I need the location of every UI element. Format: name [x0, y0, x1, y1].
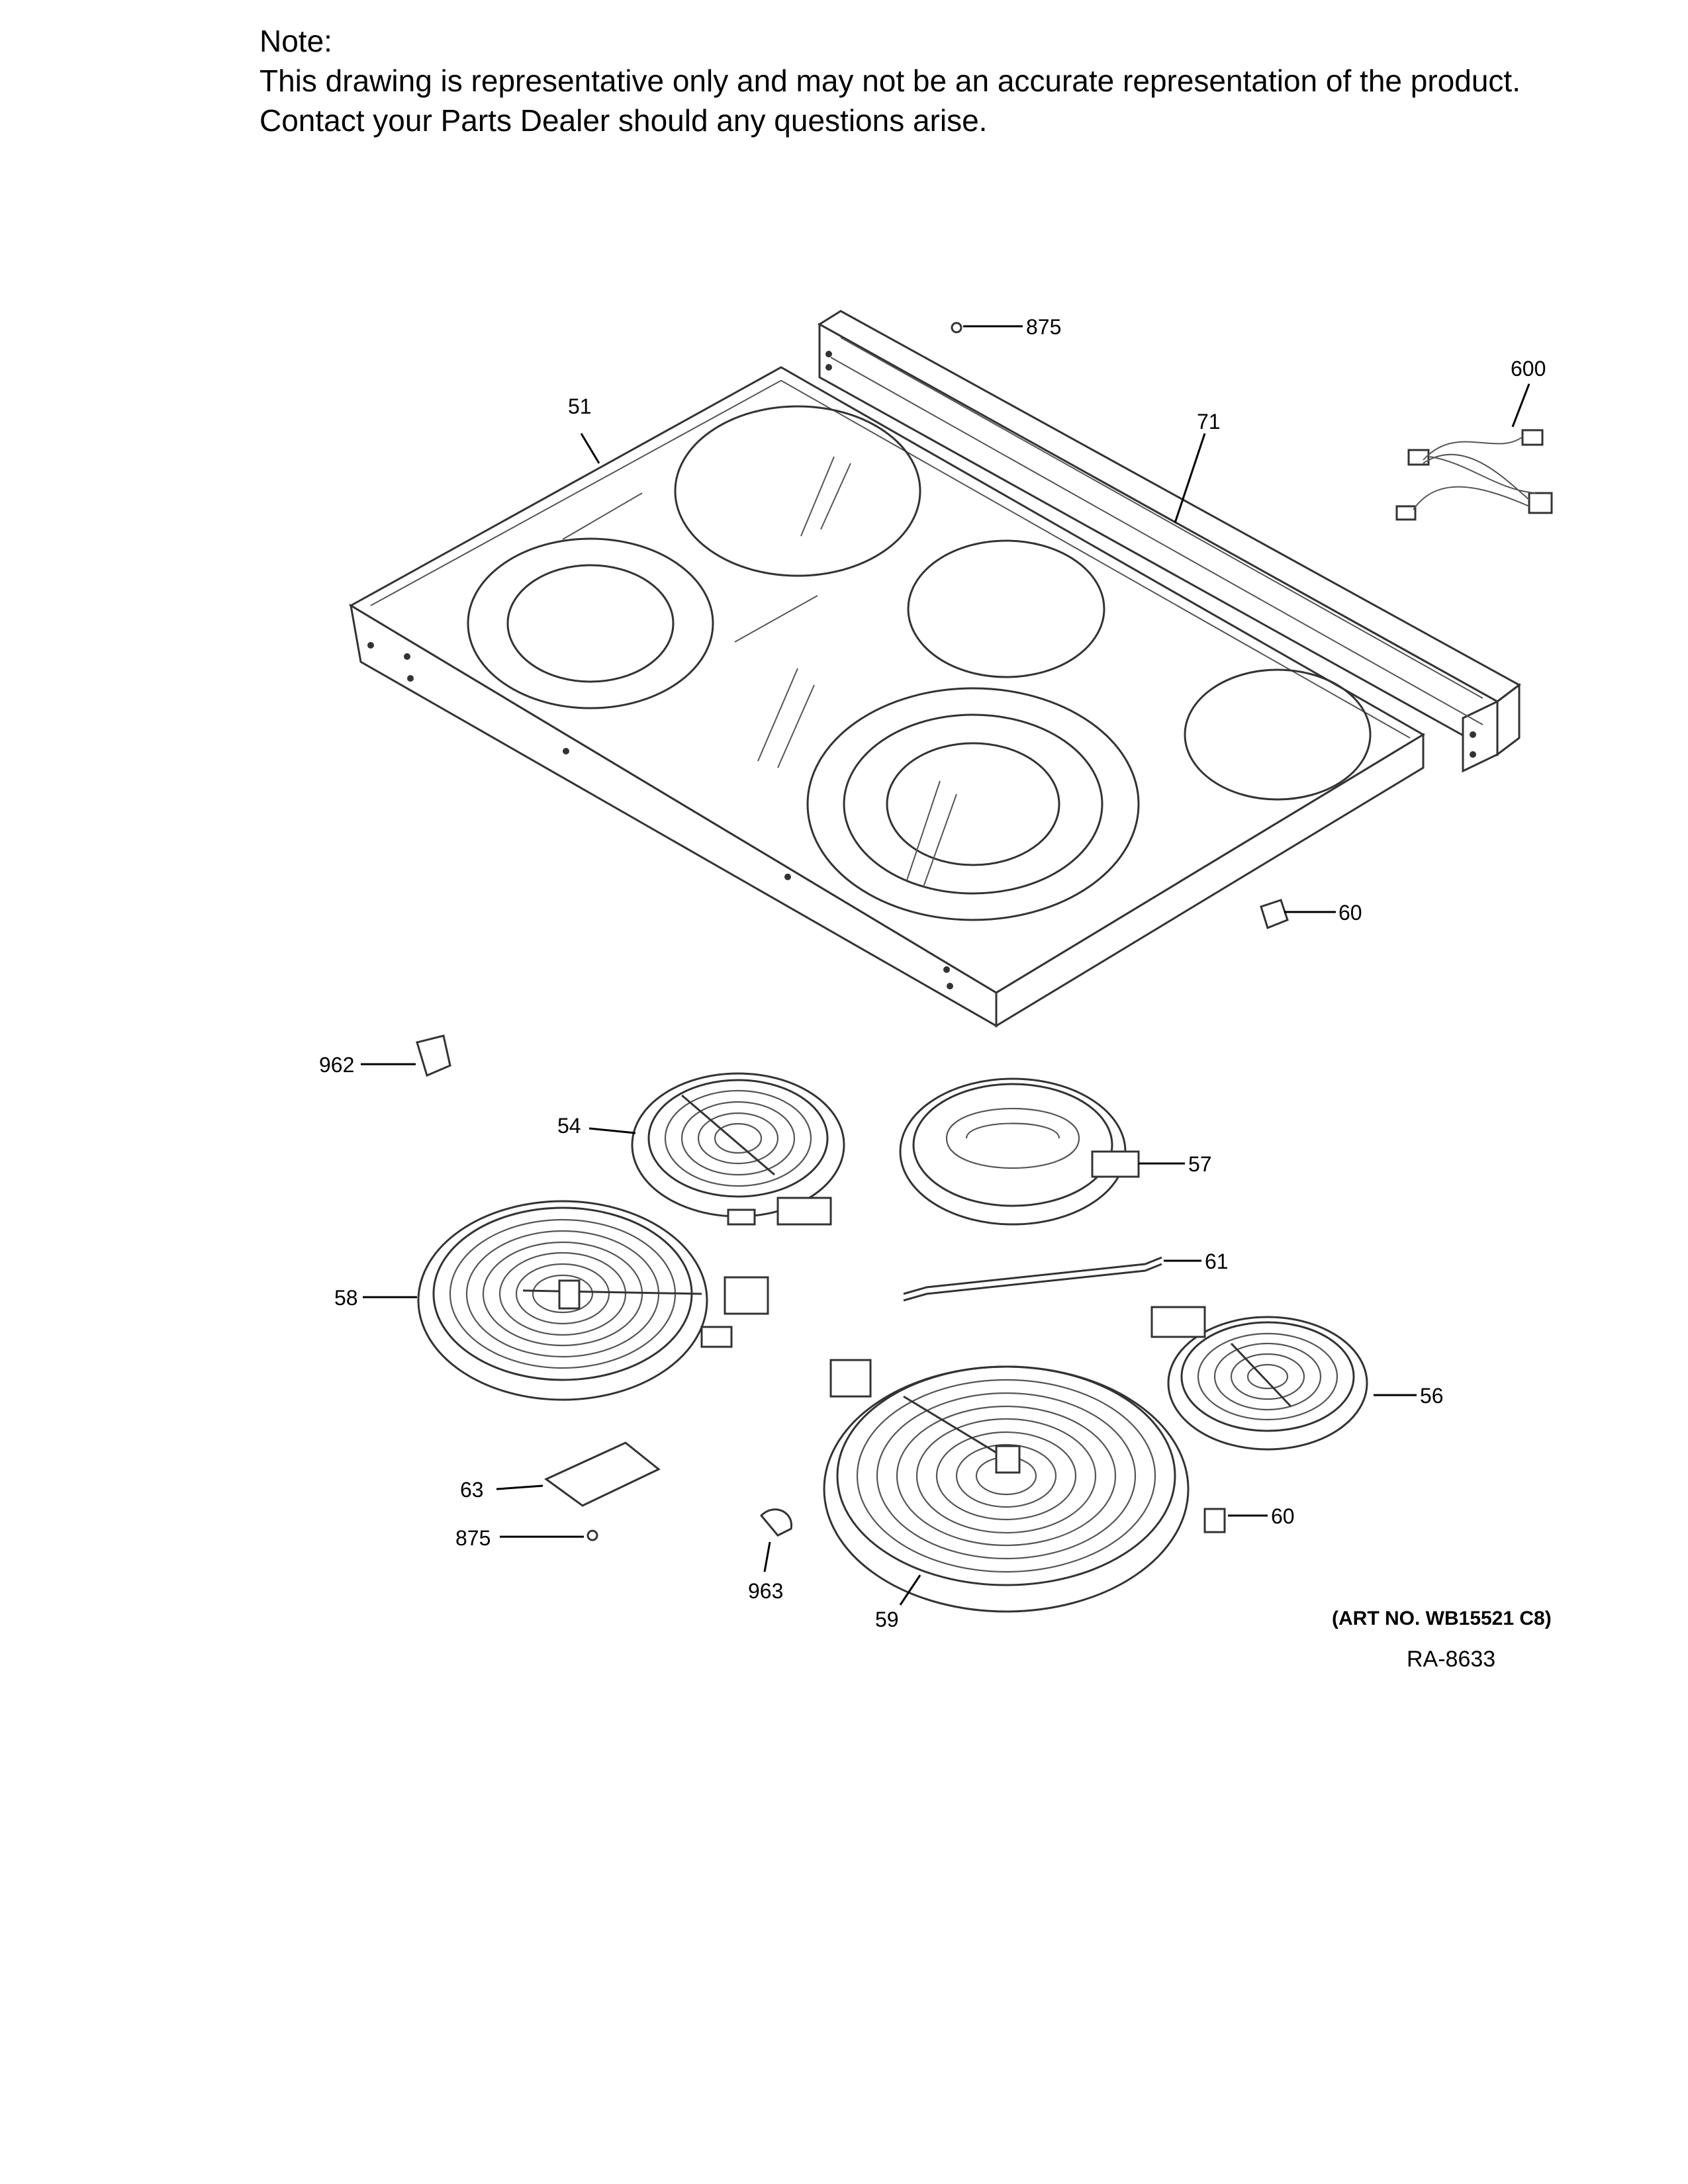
clip-963 [759, 1508, 792, 1537]
callout-61: 61 [1205, 1250, 1229, 1273]
note-heading: Note: [259, 24, 332, 58]
callout-875-bottom: 875 [455, 1526, 491, 1550]
callout-962: 962 [319, 1053, 354, 1077]
callout-63: 63 [460, 1478, 484, 1502]
control-panel [818, 310, 1521, 773]
callout-59: 59 [875, 1608, 899, 1631]
callout-71: 71 [1197, 410, 1221, 433]
callout-57: 57 [1188, 1152, 1212, 1176]
screw-875-bottom [586, 1529, 598, 1541]
heating-element-57 [899, 1077, 1140, 1226]
clip-60-bottom [1203, 1508, 1226, 1533]
support-rod-61 [903, 1256, 1162, 1302]
ra-number: RA-8633 [1407, 1647, 1495, 1672]
art-number: (ART NO. WB15521 C8) [1332, 1608, 1552, 1629]
note-line-1: This drawing is representative only and … [259, 64, 1521, 98]
screw-875-top [951, 322, 962, 334]
heating-element-58 [417, 1200, 769, 1401]
note-line-2: Contact your Parts Dealer should any que… [259, 103, 988, 138]
callout-963: 963 [748, 1579, 783, 1603]
heating-element-54 [631, 1072, 845, 1226]
disclaimer-note: Note: This drawing is representative onl… [259, 21, 1521, 140]
callout-875-top: 875 [1026, 315, 1061, 339]
wire-harness [1395, 429, 1553, 521]
callout-60-top: 60 [1338, 901, 1362, 925]
cooktop-glass [348, 366, 1425, 1028]
clip-60-top [1260, 899, 1289, 929]
callout-58: 58 [334, 1286, 358, 1310]
callout-51: 51 [568, 394, 592, 418]
bracket-63 [544, 1441, 661, 1507]
heating-element-56 [1150, 1306, 1368, 1451]
leader-lines [361, 325, 1530, 1606]
bracket-962 [416, 1034, 451, 1077]
callout-54: 54 [557, 1114, 581, 1138]
heating-element-59 [823, 1359, 1190, 1613]
callout-60-bottom: 60 [1271, 1504, 1295, 1528]
callout-600: 600 [1511, 357, 1546, 381]
callout-56: 56 [1420, 1384, 1444, 1408]
